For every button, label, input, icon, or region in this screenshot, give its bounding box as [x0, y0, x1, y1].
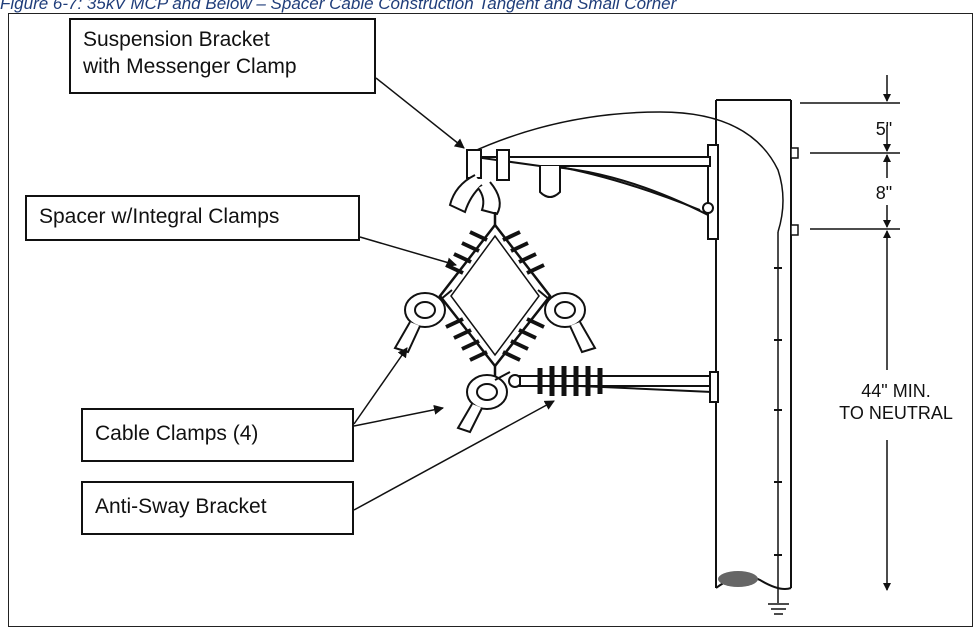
callout-anti-sway-bracket: Anti-Sway Bracket	[81, 481, 354, 535]
cable-clamp-right	[537, 289, 597, 354]
callout-cable-clamps-label: Cable Clamps (4)	[95, 422, 259, 445]
pole-bolts	[790, 147, 799, 236]
dimension-neutral-line2: TO NEUTRAL	[839, 403, 953, 423]
spacer-diamond	[438, 212, 552, 380]
callout-anti-sway-label: Anti-Sway Bracket	[95, 495, 267, 518]
dimension-middle-label: 8"	[875, 183, 893, 203]
callout-cable-clamps: Cable Clamps (4)	[81, 408, 354, 462]
cable-clamp-left	[393, 289, 453, 354]
callout-spacer: Spacer w/Integral Clamps	[25, 195, 360, 241]
callout-suspension-line2: with Messenger Clamp	[83, 55, 297, 78]
cable-clamp-bottom	[456, 371, 511, 434]
messenger-wire	[469, 111, 784, 233]
dimension-neutral-label: 44" MIN. TO NEUTRAL	[822, 380, 970, 424]
callout-suspension-bracket: Suspension Bracket with Messenger Clamp	[69, 18, 376, 94]
spacer-insulator-sheds	[445, 230, 545, 362]
figure-frame	[8, 13, 973, 627]
anti-sway-insulator-sheds	[537, 366, 603, 396]
callout-spacer-label: Spacer w/Integral Clamps	[39, 205, 280, 228]
pole-cross-section	[718, 571, 758, 587]
figure-caption: Figure 6-7: 35kV MCP and Below – Spacer …	[0, 0, 677, 13]
callout-suspension-line1: Suspension Bracket	[83, 28, 270, 51]
ground-wire-staples	[774, 267, 782, 556]
dimension-neutral-line1: 44" MIN.	[861, 381, 931, 401]
leader-lines	[353, 77, 555, 511]
ground-wire	[768, 232, 789, 615]
dimension-top-label: 5"	[875, 119, 893, 139]
dimension-lines	[800, 75, 900, 591]
suspension-bracket	[448, 144, 719, 240]
